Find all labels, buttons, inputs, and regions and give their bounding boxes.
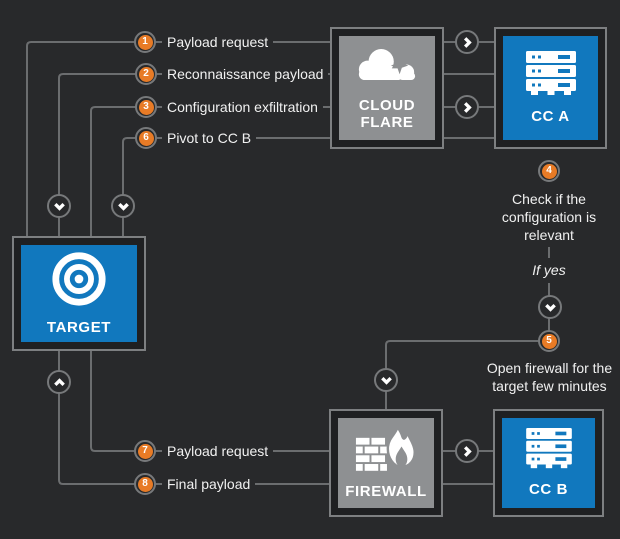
bullseye-icon <box>50 250 108 313</box>
chevron-down-icon <box>47 194 71 218</box>
step-3-label: Configuration exfiltration <box>162 98 323 116</box>
step-5-label: Open firewall for the target few minutes <box>486 360 613 394</box>
node-target-label: TARGET <box>46 319 112 337</box>
step-8-badge: 8 <box>134 473 156 495</box>
step-7-label: Payload request <box>162 442 274 460</box>
node-cc-b: CC B <box>493 409 604 517</box>
step-1-label: Payload request <box>162 33 274 51</box>
chevron-right-icon <box>455 30 479 54</box>
chevron-right-icon <box>455 439 479 463</box>
step-7-badge: 7 <box>134 440 156 462</box>
step-4-badge: 4 <box>538 160 560 182</box>
chevron-up-icon <box>47 370 71 394</box>
step-1-badge: 1 <box>134 31 156 53</box>
node-target: TARGET <box>12 236 146 351</box>
node-cc-a: CC A <box>494 27 607 149</box>
firewall-icon <box>354 424 418 477</box>
node-cc-b-label: CC B <box>528 480 569 498</box>
step-5-badge: 5 <box>538 330 560 352</box>
node-firewall: FIREWALL <box>329 409 443 517</box>
step-3-badge: 3 <box>135 96 157 118</box>
if-yes-label: If yes <box>532 262 566 278</box>
chevron-right-icon <box>455 95 479 119</box>
server-icon <box>525 427 572 475</box>
step-2-badge: 2 <box>135 63 157 85</box>
step-6-label: Pivot to CC B <box>162 129 257 147</box>
node-firewall-label: FIREWALL <box>345 483 427 501</box>
cloud-icon <box>355 45 419 91</box>
chevron-down-icon <box>538 295 562 319</box>
node-cloudflare: CLOUD FLARE <box>330 27 444 149</box>
node-cloudflare-label: CLOUD FLARE <box>358 96 416 131</box>
chevron-down-icon <box>374 368 398 392</box>
step-6-badge: 6 <box>135 127 157 149</box>
step-8-label: Final payload <box>162 475 256 493</box>
node-cc-a-label: CC A <box>531 107 570 125</box>
step-2-label: Reconnaissance payload <box>162 65 329 83</box>
step-4-label: Check if the configuration is relevant <box>501 191 597 243</box>
chevron-down-icon <box>111 194 135 218</box>
server-icon <box>525 50 576 102</box>
